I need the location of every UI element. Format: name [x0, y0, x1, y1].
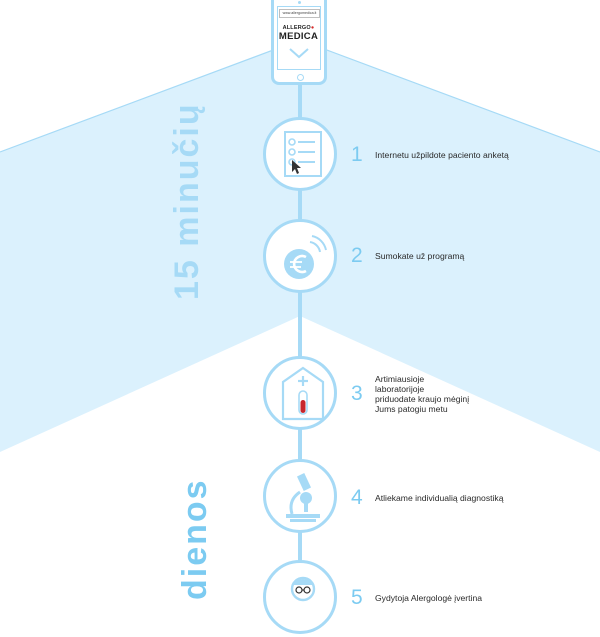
step-3: 3 Artimiausioje laboratorijoje priduodat…: [351, 374, 469, 414]
step-5-circle: [263, 560, 337, 634]
step-1-circle: [263, 117, 337, 191]
step-4-circle: [263, 459, 337, 533]
phase-label-minutes: 15 minučių: [168, 102, 206, 300]
tablet-camera: [298, 1, 301, 4]
blood-test-icon: [281, 366, 325, 421]
doctor-icon: [290, 576, 316, 602]
step-2-circle: [263, 219, 337, 293]
step-4-number: 4: [351, 486, 363, 509]
microscope-icon: [286, 473, 320, 522]
step-3-circle: [263, 356, 337, 430]
step-4-text: Atliekame individualią diagnostiką: [375, 493, 504, 503]
step-5-text: Gydytoja Alergologė įvertina: [375, 593, 483, 603]
step-2-text: Sumokate už programą: [375, 251, 465, 261]
step-3-text: Artimiausioje laboratorijoje priduodate …: [375, 374, 470, 414]
logo-bottom: MEDICA: [278, 31, 319, 42]
checklist-icon: [284, 131, 322, 177]
phase-label-days: dienos: [176, 478, 214, 600]
step-1-number: 1: [351, 143, 363, 166]
tablet-screen: www.allergomedica.lt ALLERGO● MEDICA: [277, 6, 321, 70]
step-2: 2 Sumokate už programą: [351, 244, 464, 268]
step-3-number: 3: [351, 382, 363, 405]
website-url: www.allergomedica.lt: [279, 9, 320, 18]
step-1: 1 Internetu užpildote paciento anketą: [351, 143, 509, 167]
chevron-down-icon: [289, 48, 309, 59]
euro-payment-icon: [284, 235, 327, 279]
logo-top: ALLERGO●: [282, 25, 315, 31]
step-1-text: Internetu užpildote paciento anketą: [375, 150, 509, 160]
step-5: 5 Gydytoja Alergologė įvertina: [351, 586, 482, 610]
step-4: 4 Atliekame individualią diagnostiką: [351, 486, 504, 510]
step-2-number: 2: [351, 244, 363, 267]
tablet-home-button: [297, 74, 304, 81]
tablet-device: www.allergomedica.lt ALLERGO● MEDICA: [271, 0, 327, 85]
timeline-line: [298, 80, 302, 600]
step-5-number: 5: [351, 586, 363, 609]
